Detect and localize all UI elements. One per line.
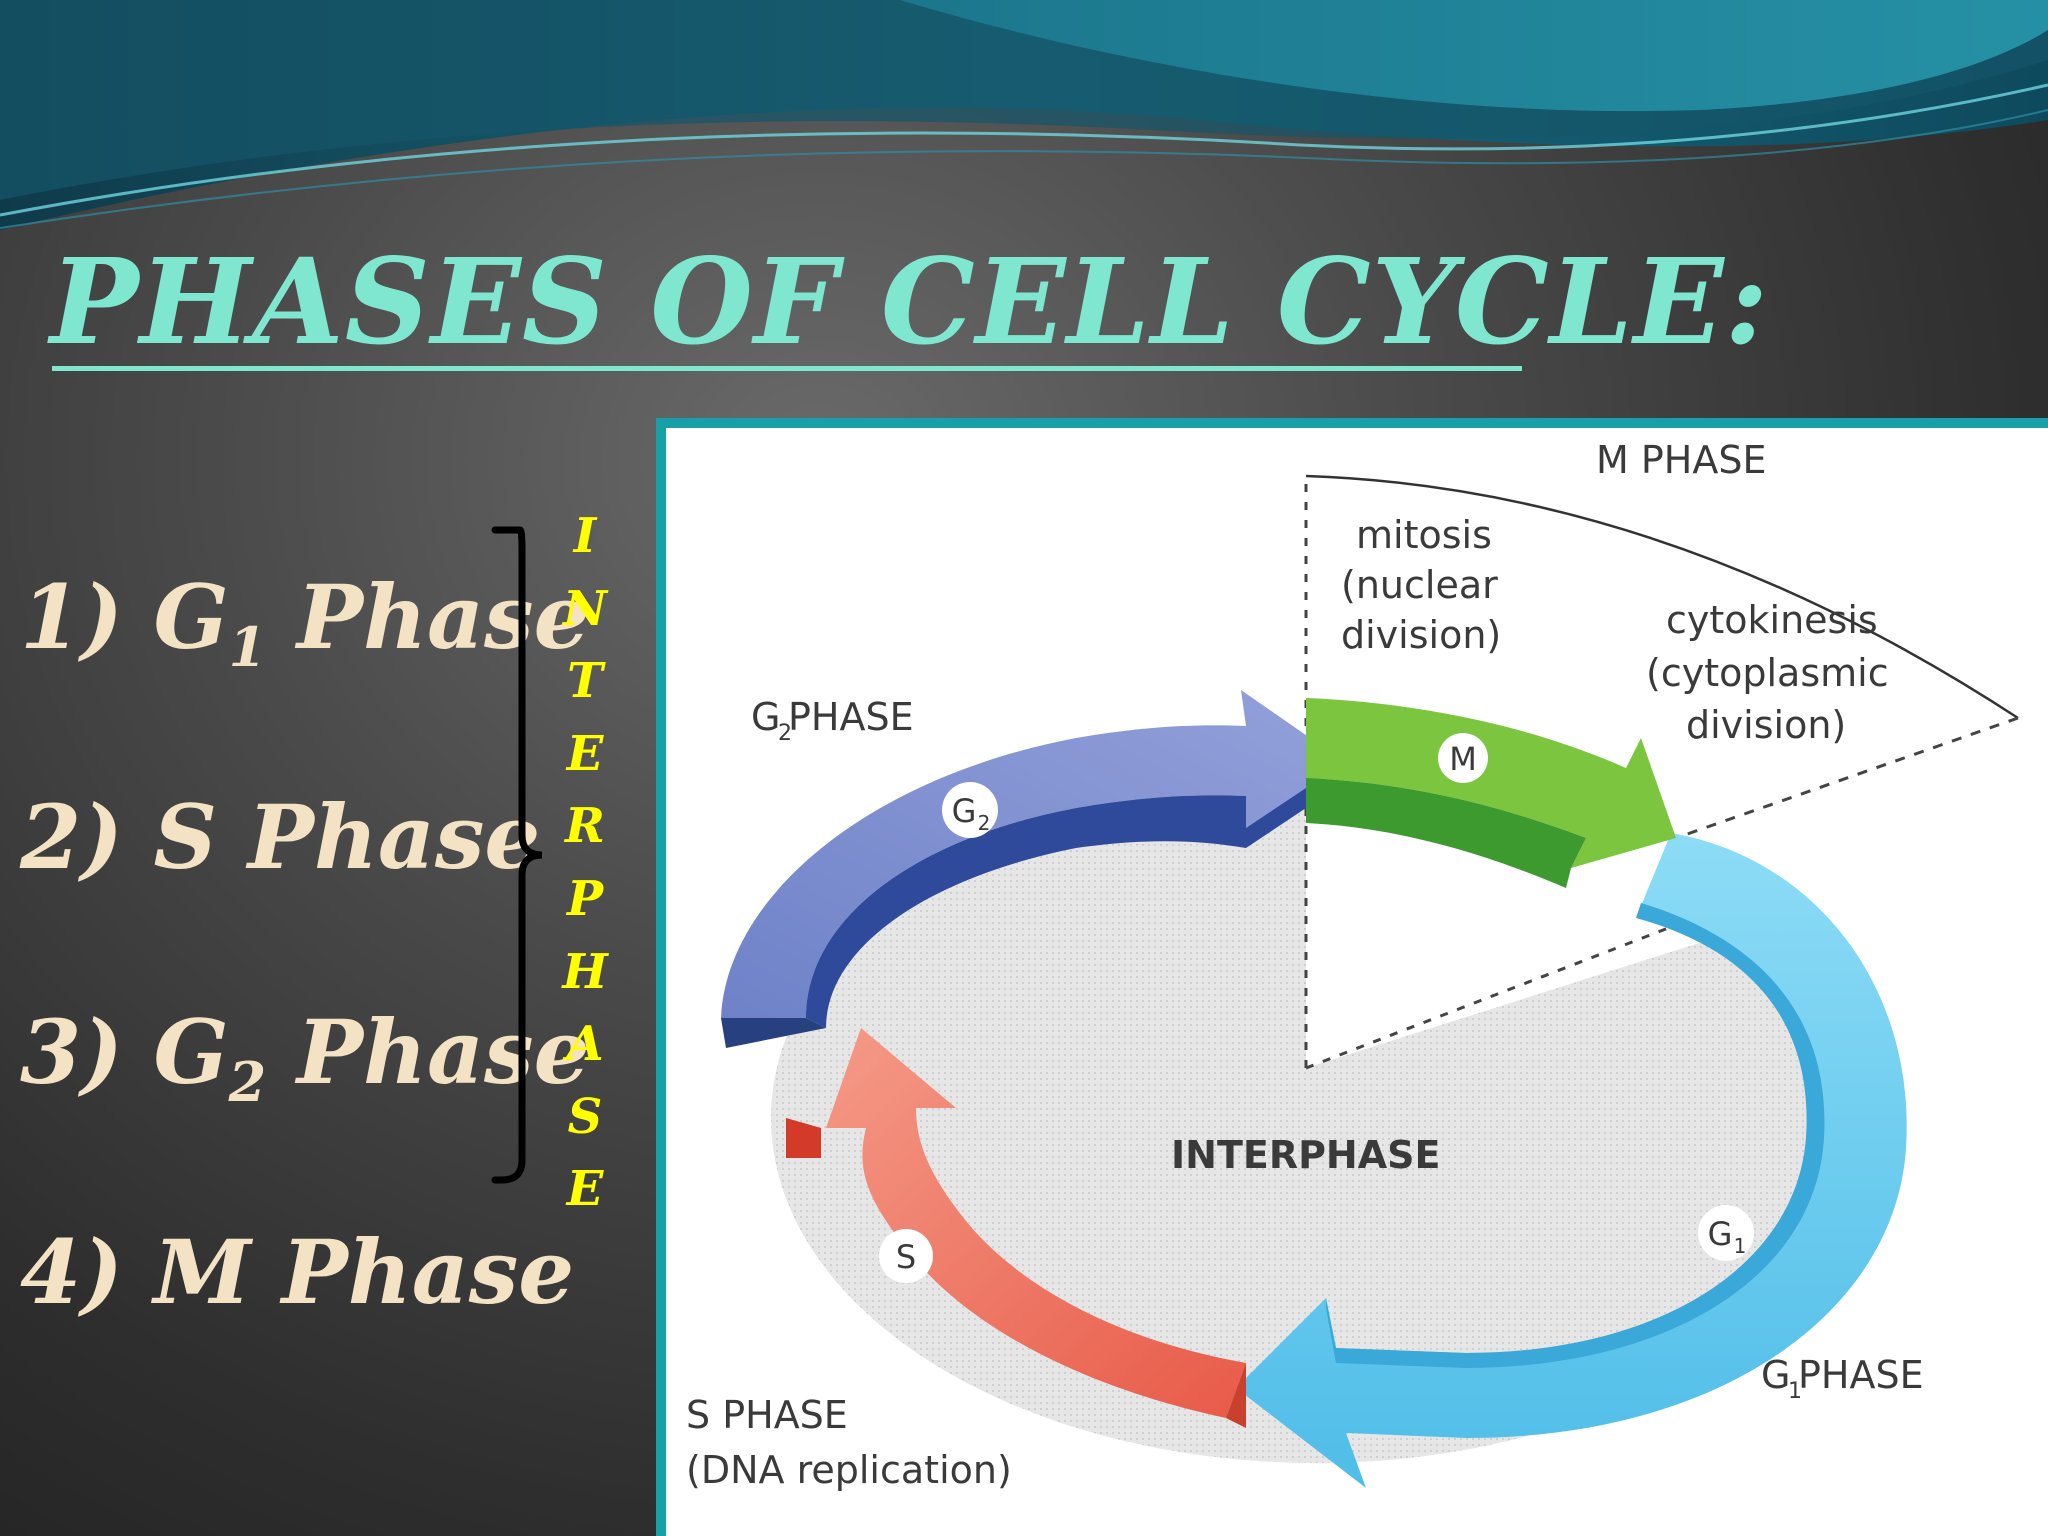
cytokinesis-label-line-2: (cytoplasmic [1646,651,1889,695]
svg-text:1: 1 [1734,1234,1747,1258]
badge-g2: G 2 [942,782,998,838]
m-arrow [1306,698,1676,868]
svg-text:S: S [896,1238,916,1276]
g1-arrow [1236,833,1907,1488]
cytokinesis-label-line-3: division) [1686,703,1846,747]
cytokinesis-label-line-1: cytokinesis [1666,598,1878,642]
svg-text:M: M [1449,740,1477,778]
interphase-label: INTERPHASE [1171,1133,1440,1177]
diagram-frame: M G 2 S G 1 M PHASE mitosis (nuclear div… [656,418,2048,1536]
m-phase-wedge-edge-2 [1305,896,1747,1070]
mitosis-label-line-1: mitosis [1356,513,1492,557]
s-phase-label-line-2: (DNA replication) [686,1448,1012,1492]
phase-item-g2: 3) G2 Phase [20,1000,590,1114]
svg-text:2: 2 [978,811,991,835]
svg-text:G: G [1708,1215,1733,1253]
svg-text:1: 1 [1788,1379,1802,1404]
s-phase-label-line-1: S PHASE [686,1393,848,1437]
s-arrow [826,1028,1246,1418]
s-arrow-side [1226,1363,1246,1428]
slide-title: PHASES OF CELL CYCLE: [50,232,1770,371]
svg-text:2: 2 [778,721,792,746]
g2-phase-label: G 2 PHASE [751,695,914,746]
interphase-vertical-label: I N T E R P H A S E [562,508,608,1218]
svg-text:G: G [952,792,977,830]
g1-phase-label: G 1 PHASE [1761,1353,1924,1404]
m-phase-arc [1305,474,2019,720]
title-underline [52,366,1522,371]
m-phase-arc-dashed [1675,716,2019,840]
svg-text:G: G [1761,1353,1790,1397]
mitosis-label-line-2: (nuclear [1341,563,1498,607]
badge-g1: G 1 [1698,1205,1754,1261]
phase-item-s: 2) S Phase [20,785,541,889]
svg-text:PHASE: PHASE [1798,1353,1924,1397]
g2-arrow-base [721,1018,826,1048]
phase-item-g1: 1) G1 Phase [20,565,590,679]
g2-arrow-side [806,788,1306,1028]
badge-m: M [1438,733,1488,783]
svg-text:G: G [751,695,780,739]
m-arrow-side [1306,778,1586,888]
badge-s: S [879,1229,933,1283]
svg-text:PHASE: PHASE [788,695,914,739]
mitosis-label-line-3: division) [1341,613,1501,657]
header-wave-decoration [0,0,2048,230]
s-arrow-base [786,1118,821,1158]
cell-cycle-diagram: M G 2 S G 1 M PHASE mitosis (nuclear div… [666,428,2048,1536]
interphase-bracket [491,526,543,1184]
g2-arrow [721,690,1346,1018]
phase-item-m: 4) M Phase [20,1220,575,1324]
m-phase-label: M PHASE [1596,438,1766,482]
